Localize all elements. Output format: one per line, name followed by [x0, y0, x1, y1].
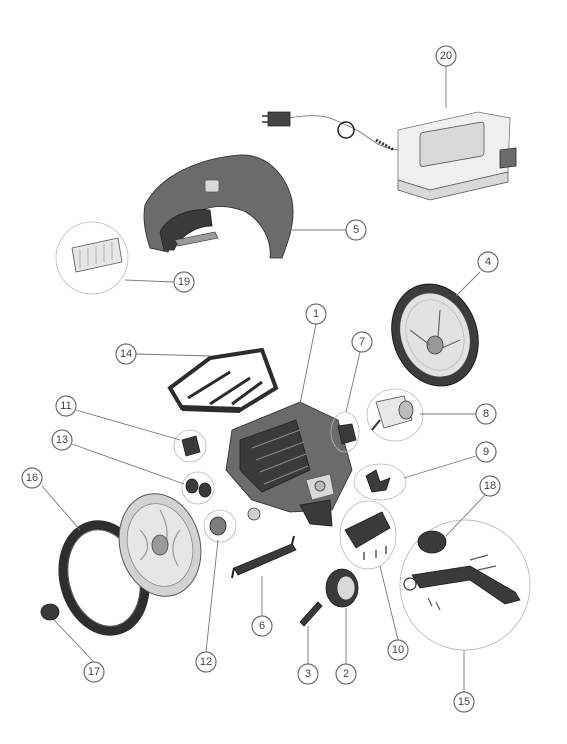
- callout-13: 13: [51, 429, 73, 451]
- callout-14: 14: [115, 343, 137, 365]
- callout-6: 6: [251, 615, 273, 637]
- callout-15: 15: [453, 691, 475, 713]
- callout-label-16: 16: [26, 472, 38, 484]
- wheel-cap: [40, 603, 60, 621]
- callout-label-1: 1: [313, 308, 319, 320]
- callout-label-20: 20: [440, 50, 452, 62]
- callout-11: 11: [55, 395, 77, 417]
- callout-7: 7: [351, 331, 373, 353]
- callout-label-11: 11: [60, 400, 71, 412]
- callout-label-6: 6: [259, 620, 265, 632]
- top-cover: [143, 154, 294, 259]
- callout-20: 20: [435, 45, 457, 67]
- float-ball: [417, 530, 447, 554]
- callout-label-18: 18: [484, 480, 496, 492]
- impeller-detail: [353, 463, 407, 501]
- callout-label-10: 10: [392, 644, 404, 656]
- axle-pin: [299, 601, 323, 627]
- callout-4: 4: [477, 251, 499, 273]
- callout-label-3: 3: [305, 668, 311, 680]
- power-supply-unit: [262, 111, 517, 201]
- callout-1: 1: [305, 303, 327, 325]
- side-housing-detail: [339, 500, 397, 570]
- callout-16: 16: [21, 467, 43, 489]
- callout-label-19: 19: [178, 276, 190, 288]
- callout-label-15: 15: [458, 696, 470, 708]
- callout-label-2: 2: [343, 668, 349, 680]
- motor-bracket: [330, 411, 360, 453]
- callout-label-17: 17: [88, 666, 100, 678]
- callout-12: 12: [195, 651, 217, 673]
- filter-panel-detail: [55, 221, 129, 295]
- roller-wheel: [325, 568, 359, 608]
- callout-19: 19: [173, 271, 195, 293]
- callout-label-9: 9: [483, 446, 489, 458]
- callout-label-5: 5: [353, 224, 359, 236]
- side-clip: [173, 429, 207, 463]
- callout-label-14: 14: [120, 348, 132, 360]
- brush-bar: [231, 535, 297, 579]
- callout-label-4: 4: [485, 256, 491, 268]
- callout-label-12: 12: [200, 656, 212, 668]
- callout-3: 3: [297, 663, 319, 685]
- callout-5: 5: [345, 219, 367, 241]
- carry-handle: [167, 347, 279, 413]
- right-drive-wheel: [391, 283, 479, 387]
- callout-10: 10: [387, 639, 409, 661]
- callout-label-7: 7: [359, 336, 365, 348]
- callout-2: 2: [335, 663, 357, 685]
- callout-18: 18: [479, 475, 501, 497]
- callout-8: 8: [475, 403, 497, 425]
- leader-lines: [41, 66, 487, 692]
- callout-label-8: 8: [483, 408, 489, 420]
- axle-cap: [203, 509, 237, 543]
- washer-set: [181, 471, 215, 505]
- left-drive-wheel: [118, 493, 202, 597]
- main-body-chassis: [225, 401, 353, 527]
- motor-unit-detail: [366, 388, 424, 442]
- callout-label-13: 13: [56, 434, 68, 446]
- callout-9: 9: [475, 441, 497, 463]
- callout-17: 17: [83, 661, 105, 683]
